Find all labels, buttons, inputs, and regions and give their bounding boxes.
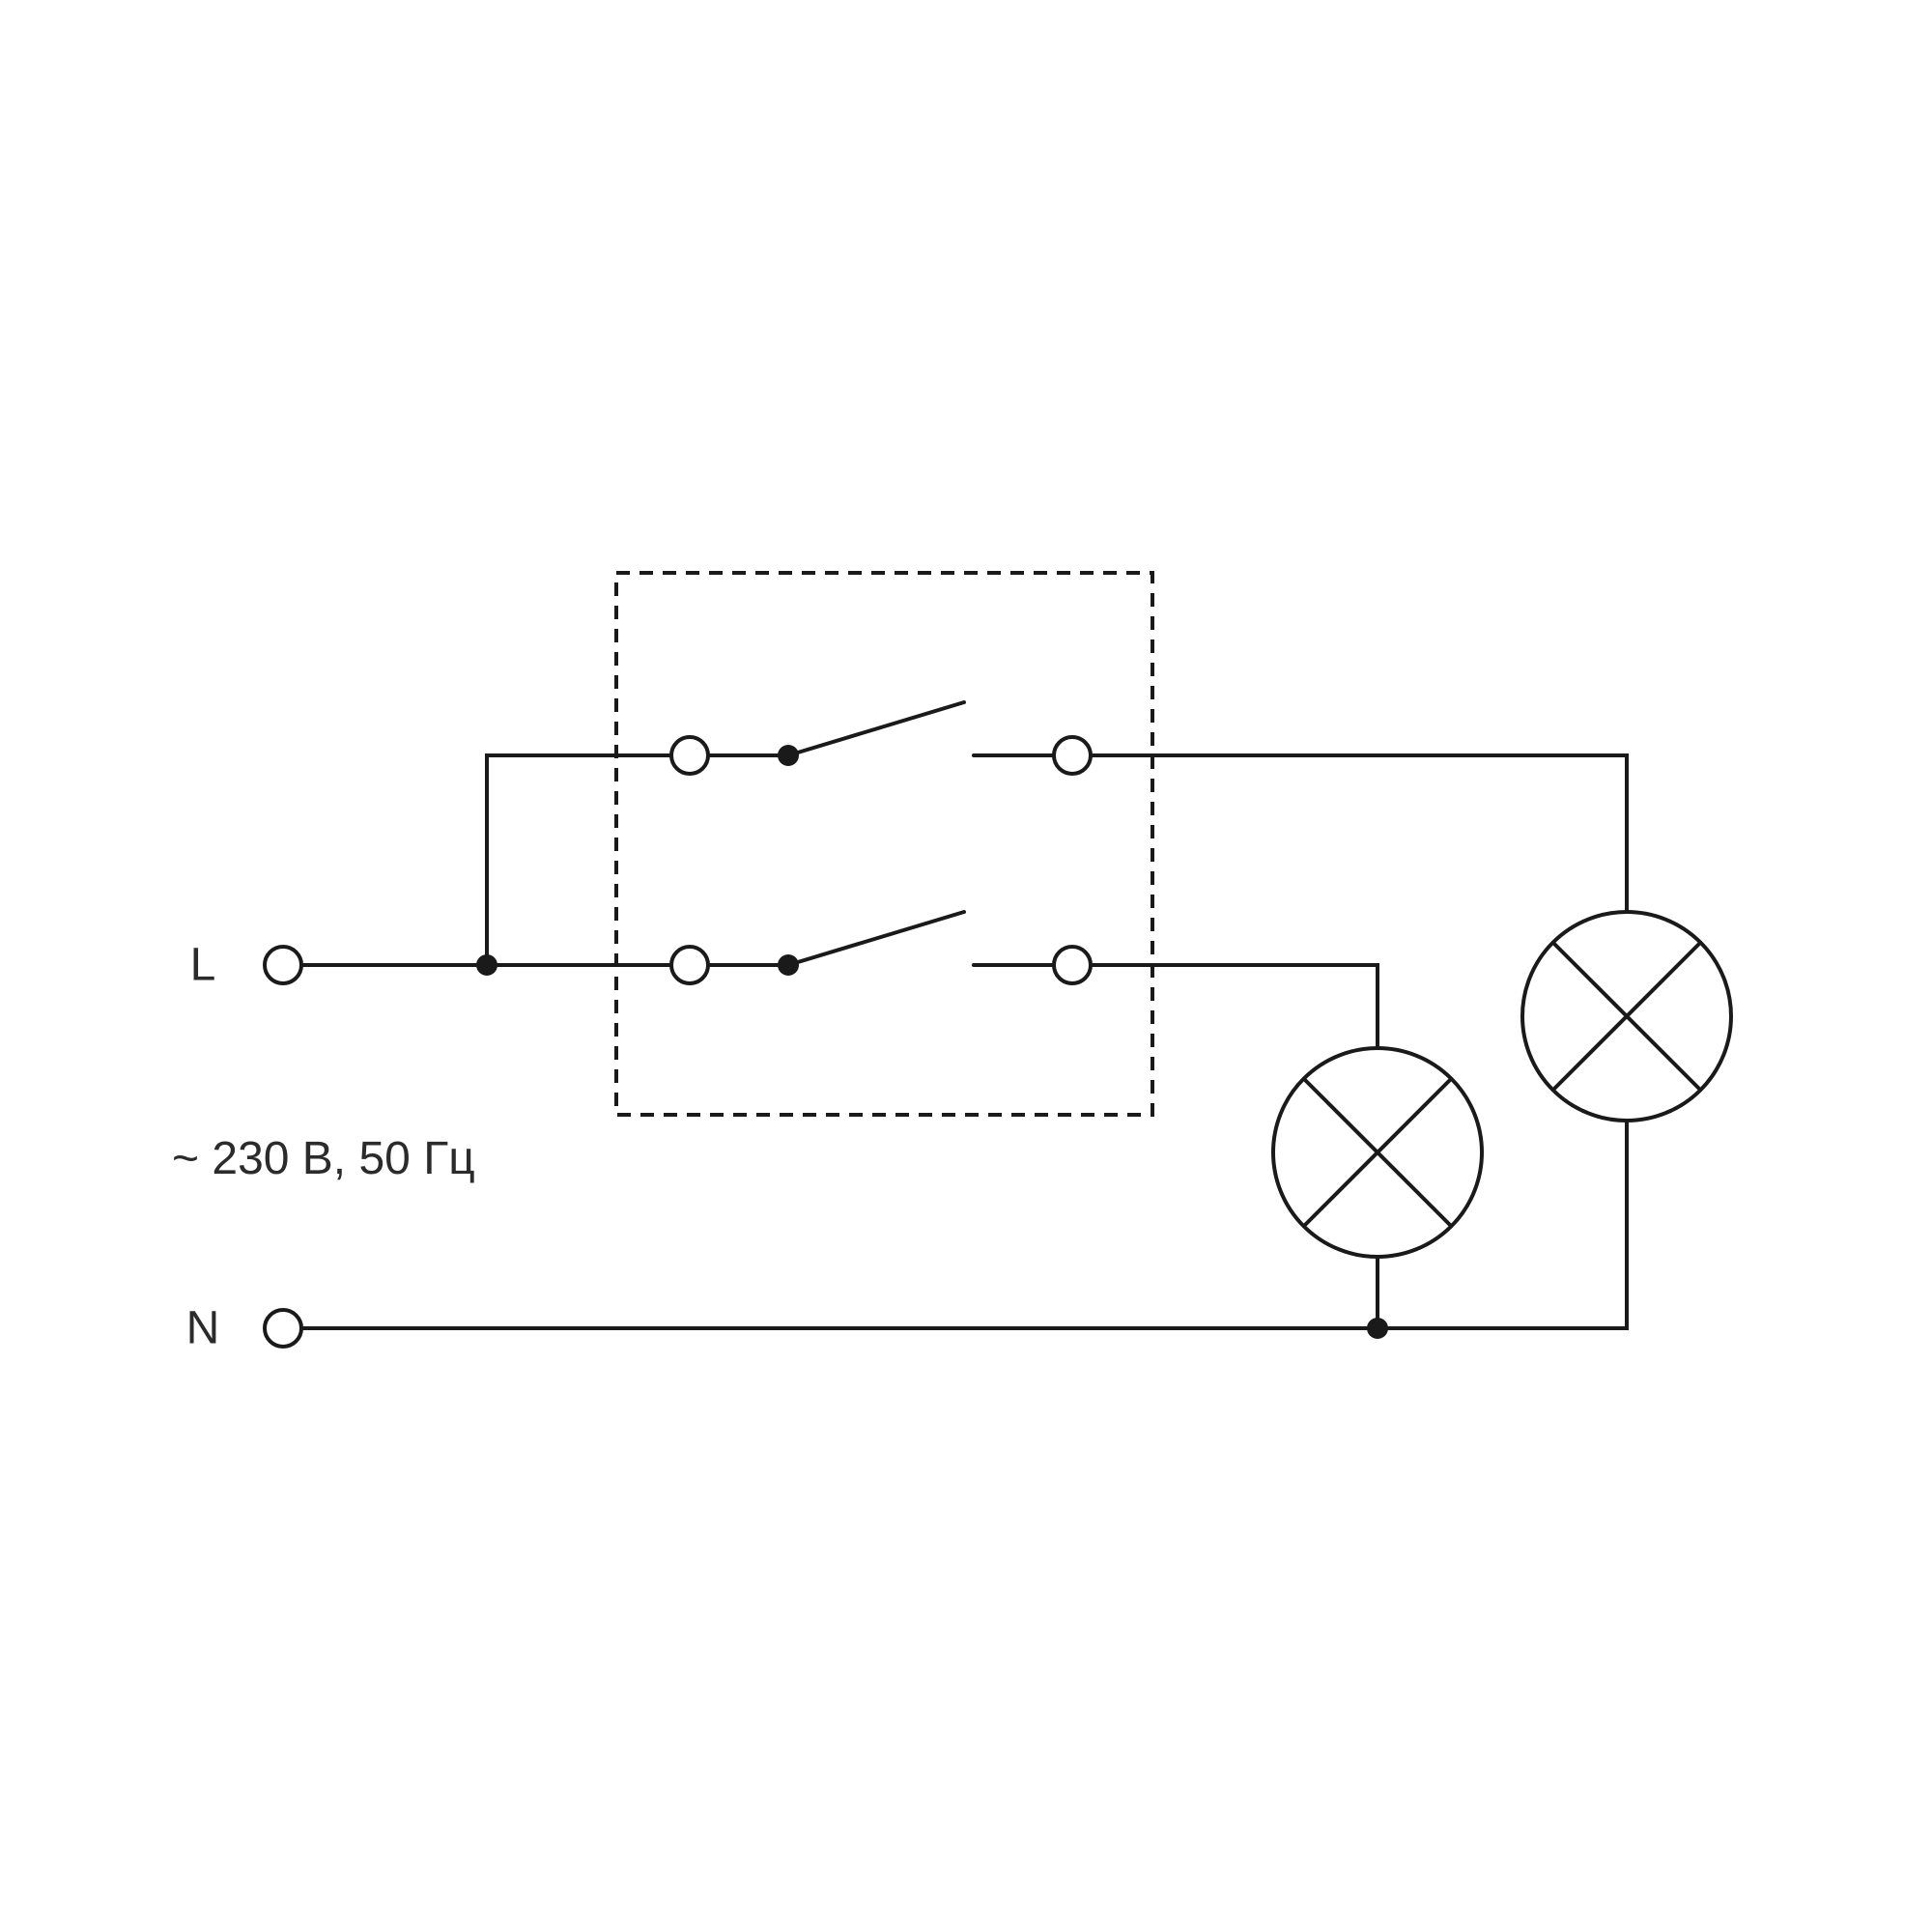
line-branch-junction-dot-icon — [476, 954, 497, 976]
top-switch-pivot-dot-icon — [778, 745, 799, 766]
top-switch-lever — [786, 700, 966, 757]
switch-enclosure-dashed-box — [614, 571, 1154, 1117]
left-lamp-cross — [1302, 1077, 1453, 1228]
line-terminal-circle-icon — [263, 945, 303, 985]
branch-wire-to-top-switch — [485, 753, 673, 967]
neutral-wire — [299, 1119, 1629, 1330]
bottom-switch-pivot-dot-icon — [778, 954, 799, 976]
bottom-switch-left-terminal-icon — [669, 945, 710, 985]
top-switch-left-terminal-icon — [669, 735, 710, 776]
neutral-terminal-circle-icon — [263, 1308, 303, 1349]
bottom-switch-lever — [786, 910, 966, 967]
top-switch-right-terminal-icon — [1052, 735, 1093, 776]
junction-dots — [476, 745, 1388, 1339]
neutral-junction-dot-icon — [1367, 1318, 1388, 1339]
bottom-output-wire-to-left-lamp — [1089, 963, 1379, 1050]
terminals — [263, 735, 1093, 1349]
bottom-switch-right-terminal-icon — [1052, 945, 1093, 985]
left-lamp-icon — [1271, 1046, 1484, 1259]
right-lamp-icon — [1520, 910, 1733, 1122]
wires — [299, 700, 1629, 1330]
right-lamp-cross — [1551, 941, 1702, 1092]
line-label: L — [190, 940, 216, 991]
voltage-rating-label: ~ 230 В, 50 Гц — [172, 1133, 475, 1184]
neutral-label: N — [186, 1303, 220, 1354]
top-output-wire-to-right-lamp — [1089, 753, 1629, 914]
